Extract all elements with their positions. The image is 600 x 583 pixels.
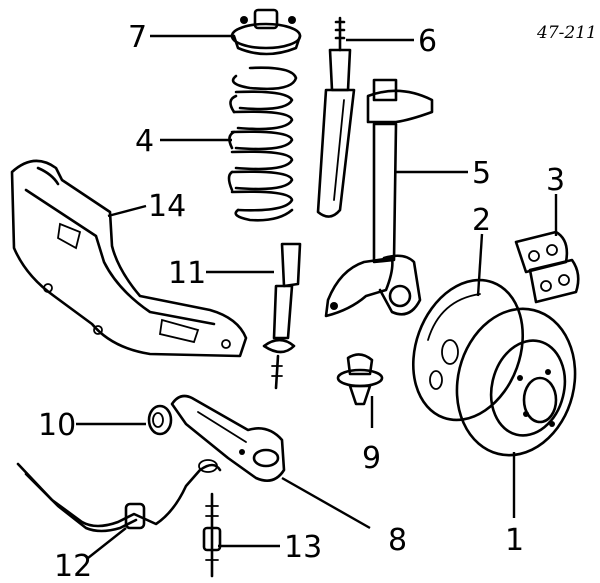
callout-2: 2 — [472, 203, 491, 238]
dust-shield — [411, 278, 525, 422]
callout-9: 9 — [362, 441, 381, 476]
stabilizer-bar — [16, 459, 222, 533]
callout-4: 4 — [135, 124, 154, 159]
callout-11: 11 — [168, 256, 206, 291]
callout-5: 5 — [472, 156, 491, 191]
callout-6: 6 — [418, 24, 437, 59]
brake-disc-hub — [455, 307, 577, 457]
strut-housing — [324, 78, 434, 318]
callout-1: 1 — [505, 523, 524, 558]
callout-14: 14 — [148, 189, 186, 224]
diagram-code: 47-211 — [536, 23, 597, 43]
callout-12: 12 — [54, 549, 92, 583]
callout-8: 8 — [388, 523, 407, 558]
callout-3: 3 — [546, 163, 565, 198]
subframe — [10, 159, 248, 358]
callout-13: 13 — [284, 530, 322, 565]
ball-joint — [336, 353, 384, 406]
callout-labels: 7 6 4 5 3 14 2 11 10 9 8 1 12 13 — [38, 20, 565, 583]
coil-spring — [227, 66, 298, 222]
shock-absorber — [316, 16, 356, 218]
bushing — [147, 404, 173, 436]
callout-10: 10 — [38, 408, 76, 443]
spring-upper-mount — [230, 8, 302, 56]
leader-lines — [76, 34, 558, 559]
brake-pads — [514, 230, 580, 304]
callout-7: 7 — [128, 20, 147, 55]
strut-rod — [262, 242, 302, 390]
lower-control-arm — [170, 394, 286, 482]
stabilizer-link — [202, 492, 222, 578]
